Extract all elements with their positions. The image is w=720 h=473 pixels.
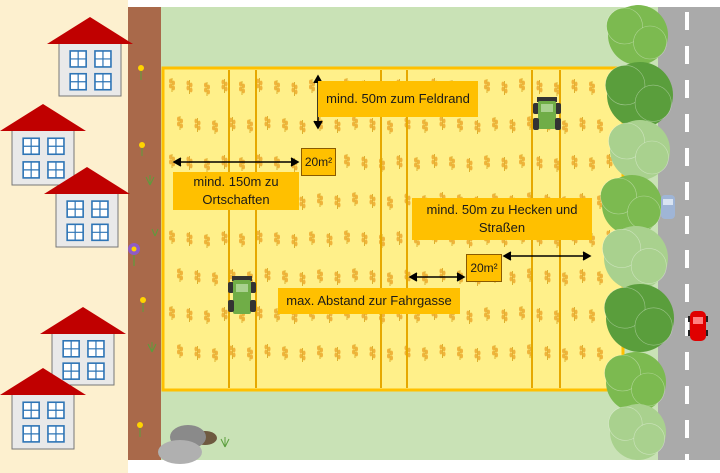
hedge-trees: [600, 5, 674, 460]
flower-icon: [128, 243, 140, 266]
soil-strip: [128, 7, 161, 460]
tree-icon: [606, 5, 668, 65]
house-icon: [40, 307, 126, 386]
tree-icon: [608, 404, 666, 460]
car-icon: [661, 195, 675, 219]
flower-icon: [137, 422, 143, 437]
houses: [0, 17, 133, 450]
rocks-icon: [158, 425, 217, 464]
road-center-dashes: [685, 12, 689, 472]
arrow-hedges-roads: [502, 251, 592, 261]
flower-icon: [138, 65, 144, 80]
tractor-icon: [228, 276, 256, 314]
tree-icon: [604, 352, 666, 412]
tree-icon: [605, 62, 673, 128]
tractor-icon: [533, 97, 561, 130]
grass-icon: [145, 175, 230, 448]
plot-area-box: 20m²: [301, 148, 336, 176]
label-hedges-roads: mind. 50m zu Hecken und Straßen: [412, 198, 592, 240]
house-icon: [44, 167, 130, 248]
house-icon: [0, 104, 86, 186]
label-settlements: mind. 150m zu Ortschaften: [173, 172, 299, 210]
house-icon: [47, 17, 133, 97]
tree-icon: [600, 175, 662, 235]
plot-area-box: 20m²: [466, 254, 502, 282]
tree-icon: [602, 226, 668, 290]
arrow-tramline: [408, 272, 466, 282]
house-icon: [0, 368, 86, 450]
car-icon: [688, 311, 708, 341]
label-tramline: max. Abstand zur Fahrgasse: [278, 288, 460, 314]
tree-icon: [608, 120, 670, 180]
label-field-edge: mind. 50m zum Feldrand: [318, 81, 478, 117]
flower-icon: [139, 142, 145, 156]
flower-icon: [140, 297, 146, 312]
tree-icon: [603, 284, 674, 352]
arrow-settlements: [172, 157, 300, 167]
